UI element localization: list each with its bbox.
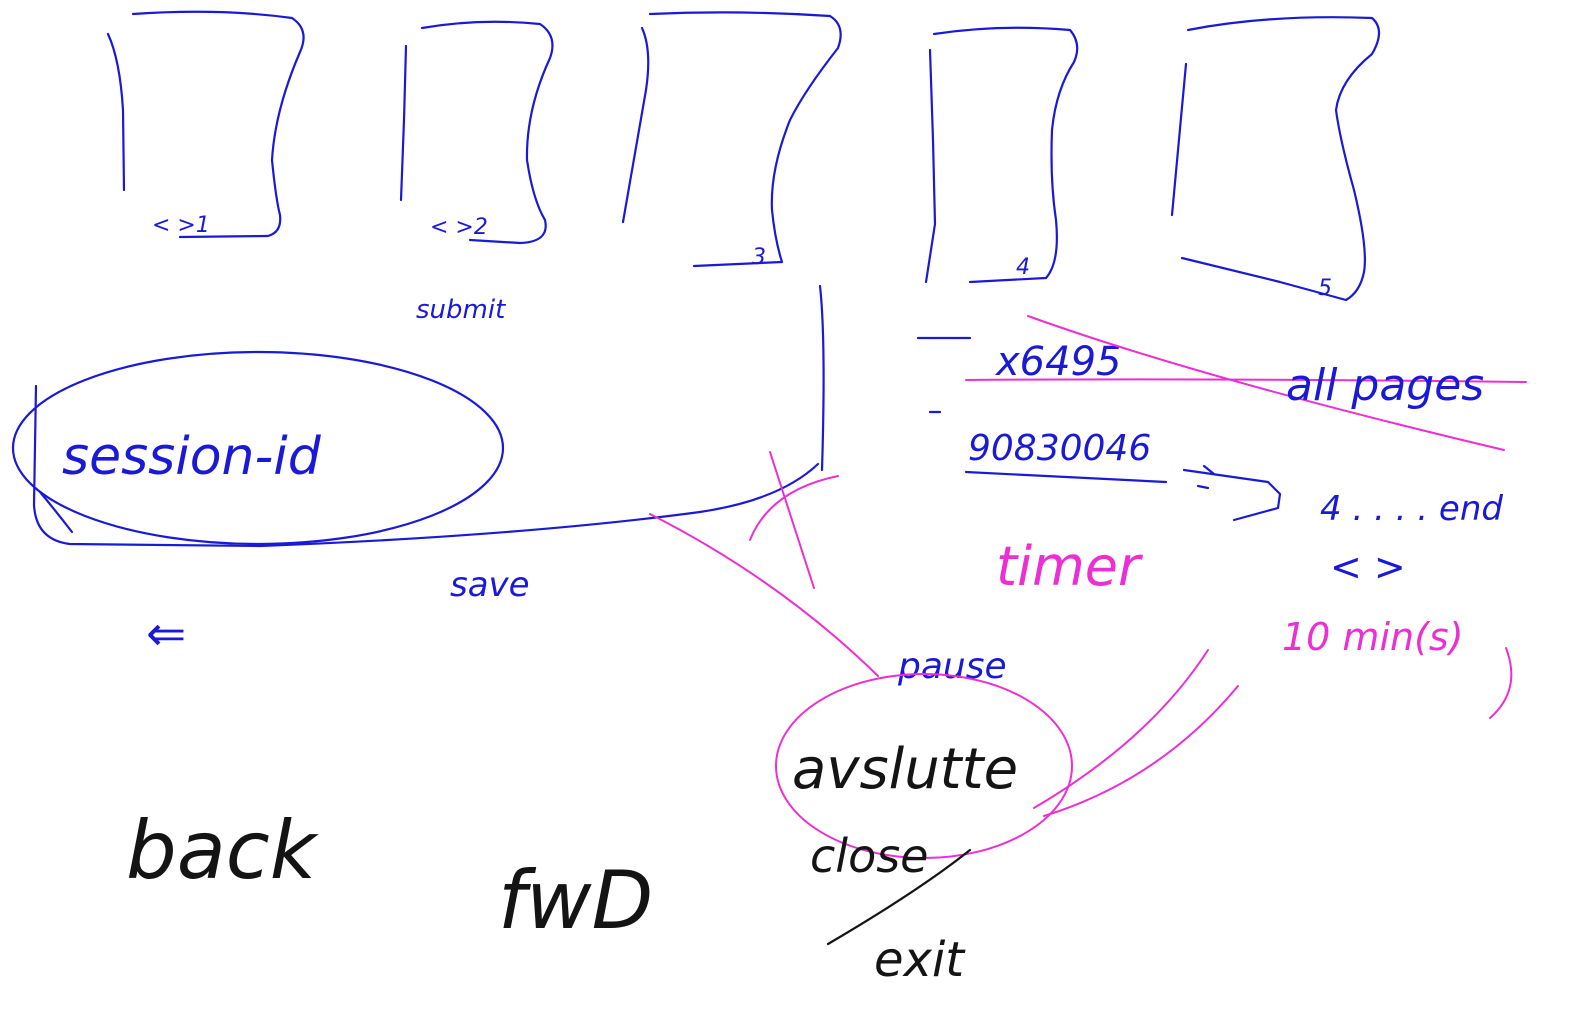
all-pages-label: all pages <box>1286 360 1484 411</box>
save-label: save <box>450 565 530 605</box>
pink-scribble <box>749 451 839 589</box>
session-id-label: session-id <box>62 427 322 487</box>
timer-value: 10 min(s) <box>1282 615 1464 659</box>
page-3-label: 3 <box>752 245 766 270</box>
connector-session-pause <box>649 513 879 677</box>
page-5-label: 5 <box>1318 276 1332 301</box>
page-2-label: < >2 <box>430 215 488 240</box>
back-label: back <box>126 804 319 897</box>
id-list: x6495 90830046 <box>916 336 1282 522</box>
page-1-label: < >1 <box>152 213 210 238</box>
avslutte-label: avslutte <box>792 737 1018 802</box>
back-arrow-icon: ⇐ <box>146 606 186 662</box>
id-2-label: 90830046 <box>968 428 1151 469</box>
close-strike <box>826 848 972 946</box>
submit-label: submit <box>416 295 506 325</box>
session-box: session-id <box>11 284 825 548</box>
connector-timer-avslutte-2 <box>1043 685 1239 817</box>
page-sketch-4: 4 <box>924 26 1079 284</box>
exit-label: exit <box>874 932 966 988</box>
close-label: close <box>810 829 928 883</box>
page-sketch-1: < >1 <box>106 10 305 239</box>
id-1-label: x6495 <box>994 339 1121 385</box>
page-sketch-3: 3 <box>621 11 842 270</box>
avslutte-ellipse <box>775 673 1073 859</box>
fwd-label: fwD <box>498 854 653 947</box>
timer-label: timer <box>996 535 1143 598</box>
page-sketch-2: < >2 <box>399 20 554 245</box>
all-pages-note: all pages <box>965 315 1527 451</box>
session-id-ellipse <box>11 350 505 546</box>
connector-timer-avslutte-1 <box>1033 649 1209 809</box>
page-sketch-5: 5 <box>1170 16 1381 302</box>
range-label: 4 . . . . end <box>1320 489 1503 529</box>
page-4-label: 4 <box>1016 255 1030 280</box>
pause-label: pause <box>897 646 1007 687</box>
page-nav-brackets: < > <box>1330 545 1406 589</box>
